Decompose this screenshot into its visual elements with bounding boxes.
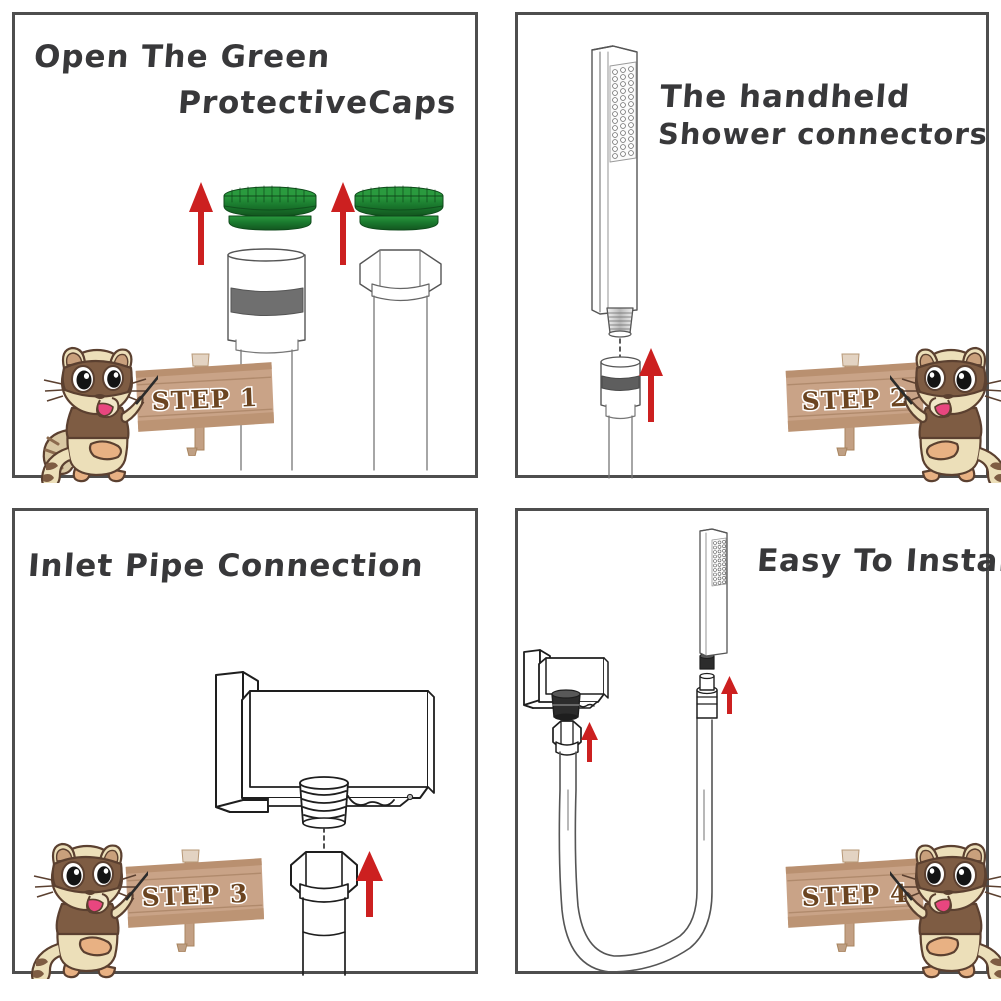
- sign-board-graphic: [785, 849, 925, 953]
- mascot-graphic: [874, 842, 1001, 986]
- mascot-graphic: [40, 346, 174, 490]
- mascot-chipmunk-4: [874, 834, 1001, 986]
- panel-4-title: Easy To Install: [755, 543, 1001, 579]
- step-sign-3: STEP 3: [125, 848, 265, 953]
- step-sign-4: STEP 4: [785, 848, 925, 953]
- panel-3-title: Inlet Pipe Connection: [26, 548, 425, 584]
- panel-2-title-line-1: The handheld: [658, 79, 912, 115]
- panel-1-title-line-2: ProtectiveCaps: [176, 85, 458, 121]
- sign-board-graphic: [135, 353, 275, 457]
- sign-board-graphic: [125, 849, 265, 953]
- mascot-chipmunk-3: [28, 834, 164, 986]
- step-sign-2: STEP 2: [785, 352, 925, 457]
- step-sign-1: STEP 1: [135, 352, 275, 457]
- mascot-graphic: [874, 346, 1001, 490]
- panel-2-title-line-2: Shower connectors: [656, 117, 990, 151]
- mascot-graphic: [30, 842, 164, 986]
- mascot-chipmunk-2: [874, 338, 1001, 490]
- sign-board-graphic: [785, 353, 925, 457]
- panel-1-title-line-1: Open The Green: [32, 39, 332, 75]
- mascot-chipmunk-1: [38, 338, 174, 490]
